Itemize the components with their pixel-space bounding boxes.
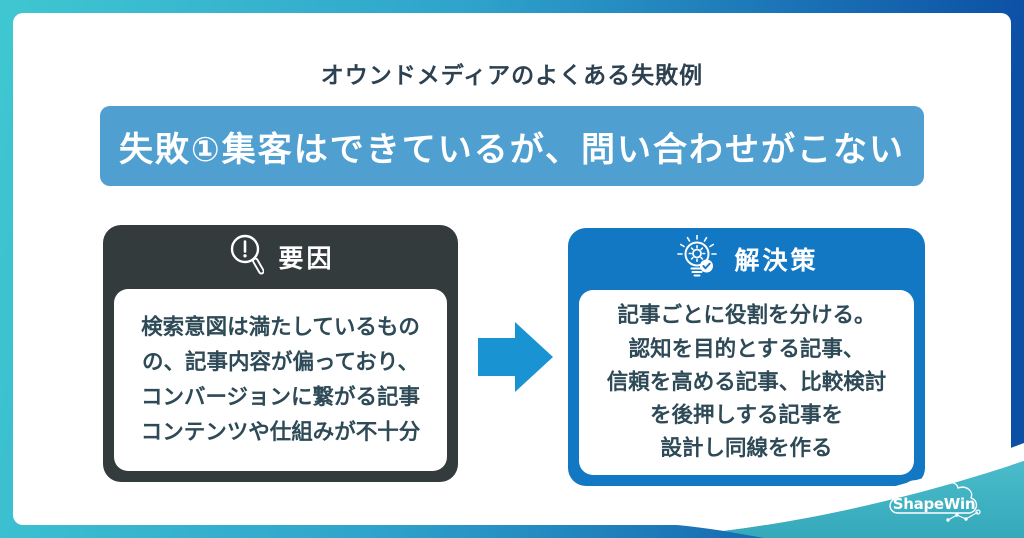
solution-card-body: 記事ごとに役割を分ける。 認知を目的とする記事、 信頼を高める記事、比較検討 を… [579, 290, 914, 475]
solution-card-header: 解決策 [568, 228, 925, 290]
solution-card-label: 解決策 [734, 247, 819, 275]
logo-text: ShapeWin [893, 495, 975, 513]
cause-card-header: 要因 [103, 225, 458, 289]
lightbulb-gear-check-icon [677, 235, 718, 277]
magnifier-alert-icon [231, 234, 265, 275]
failure-banner: 失敗①集客はできているが、問い合わせがこない [100, 106, 924, 186]
right-arrow-icon [478, 322, 553, 392]
logo-graph-icon [946, 509, 981, 522]
shapewin-logo: ShapeWin [889, 479, 981, 522]
cause-card-body: 検索意図は満たしているもの の、記事内容が偏っており、 コンバージョンに繋がる記… [114, 289, 447, 471]
page-title: オウンドメディアのよくある失敗例 [320, 62, 704, 88]
solution-card: 解決策 記事ごとに役割を分ける。 認知を目的とする記事、 信頼を高める記事、比較… [568, 228, 925, 486]
failure-banner-label: 失敗①集客はできているが、問い合わせがこない [118, 130, 906, 169]
cause-card: 要因 検索意図は満たしているもの の、記事内容が偏っており、 コンバージョンに繋… [103, 225, 458, 482]
cloud-outline-icon [889, 479, 978, 514]
cause-card-label: 要因 [278, 245, 335, 273]
